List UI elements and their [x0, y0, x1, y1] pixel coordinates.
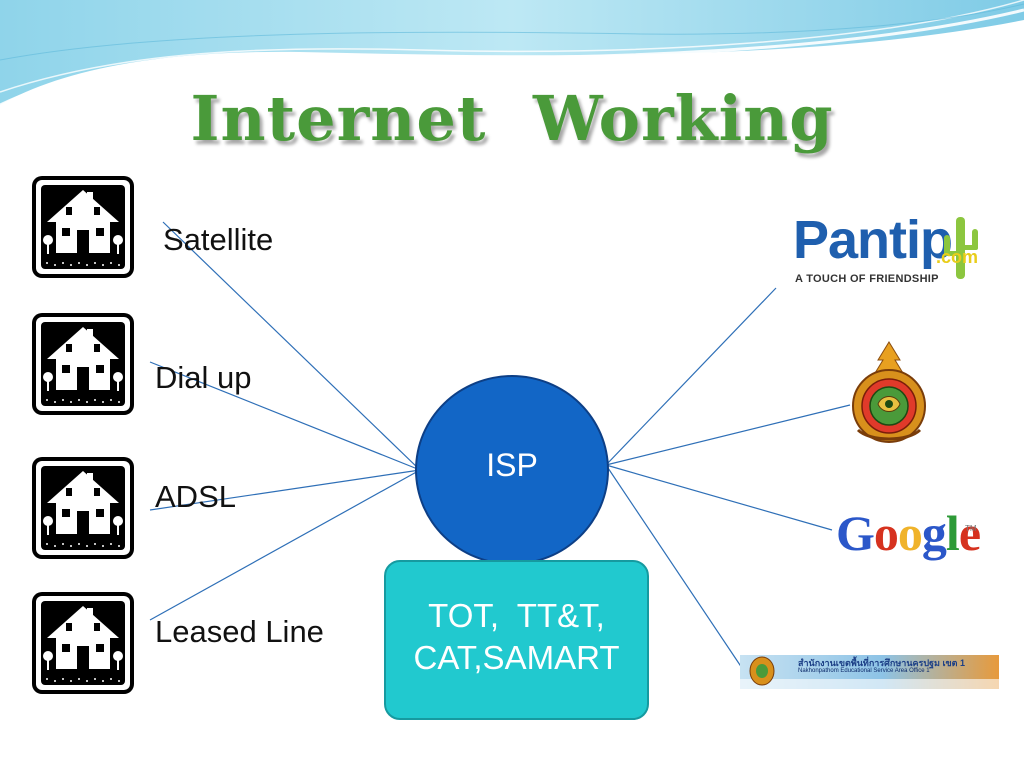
google-letter: e: [958, 505, 981, 561]
link-isp-pantip: [605, 287, 777, 466]
thai-government-seal-icon: [848, 338, 930, 446]
header-wave-decoration: [0, 0, 1024, 107]
pantip-logo: Pantip .com A TOUCH OF FRIENDSHIP: [790, 205, 1000, 290]
banner-title: สำนักงานเขตพื้นที่การศึกษานครปฐม เขต 1: [798, 658, 966, 668]
link-satellite-isp: [162, 221, 421, 471]
pantip-wordmark: Pantip: [793, 210, 953, 270]
banner-subtitle: Nakhonpathom Educational Service Area Of…: [798, 668, 930, 674]
google-letter: G: [836, 505, 875, 561]
house-icon: [32, 176, 134, 278]
link-isp-google: [605, 464, 833, 531]
google-letter: l: [945, 505, 960, 561]
link-dialup-isp: [149, 361, 421, 471]
google-wordmark: Google: [836, 504, 981, 562]
house-icon: [32, 592, 134, 694]
pantip-domain-suffix: .com: [936, 247, 979, 267]
connection-label-leased-line: Leased Line: [155, 614, 324, 649]
connection-label-dialup: Dial up: [155, 360, 252, 395]
google-letter: o: [873, 505, 899, 561]
providers-line-2: CAT,SAMART: [413, 639, 620, 676]
google-logo: Google TM: [833, 492, 981, 580]
google-letter: g: [921, 505, 947, 561]
house-icon: [32, 457, 134, 559]
providers-line-1: TOT, TT&T,: [428, 597, 605, 634]
house-icon: [32, 313, 134, 415]
slide-title: Internet Working: [190, 82, 834, 155]
connection-label-satellite: Satellite: [163, 222, 274, 257]
providers-box: TOT, TT&T, CAT,SAMART: [384, 560, 649, 720]
link-adsl-isp: [149, 469, 421, 511]
pantip-tagline: A TOUCH OF FRIENDSHIP: [795, 273, 939, 285]
link-leased-isp: [149, 469, 421, 621]
connection-label-adsl: ADSL: [155, 479, 236, 514]
google-trademark: TM: [965, 524, 977, 533]
google-letter: o: [897, 505, 923, 561]
link-isp-seal: [605, 404, 851, 466]
link-isp-banner: [605, 464, 743, 669]
cactus-icon: [944, 217, 978, 279]
education-office-banner-icon: สำนักงานเขตพื้นที่การศึกษานครปฐม เขต 1 N…: [740, 655, 999, 689]
isp-node: ISP: [415, 375, 609, 565]
isp-label: ISP: [486, 447, 538, 483]
